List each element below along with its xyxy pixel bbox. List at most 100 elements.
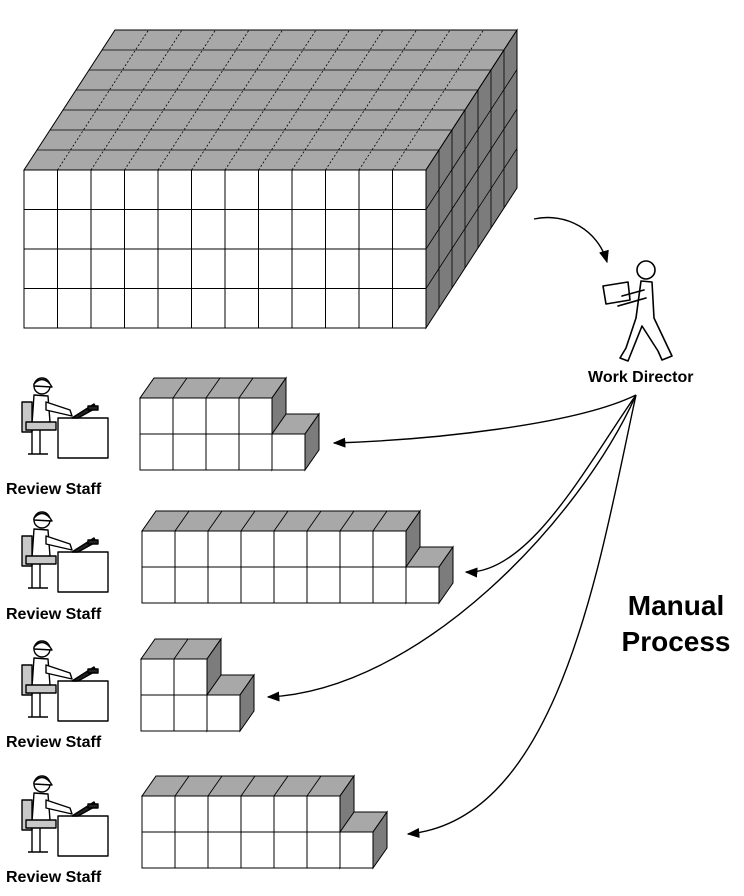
backlog-cell: [157, 169, 192, 210]
backlog-cell: [57, 288, 92, 329]
review-staff-label-4: Review Staff: [6, 869, 102, 886]
title-line-2: Process: [621, 626, 731, 657]
backlog-cell: [358, 248, 393, 289]
backlog-side-row-line: [425, 69, 518, 210]
staff-arm: [45, 535, 73, 551]
backlog-cell: [325, 169, 360, 210]
block-cell: [139, 433, 174, 471]
work-director-icon: [602, 260, 673, 362]
work-director-label: Work Director: [588, 369, 694, 386]
backlog-cell: [291, 288, 326, 329]
backlog-cell: [258, 288, 293, 329]
step-cube-front: [271, 433, 306, 471]
review-work-block-2: [141, 509, 454, 605]
review-staff-icon-1: [21, 377, 109, 459]
mouse: [87, 539, 99, 545]
review-staff-label-2: Review Staff: [6, 606, 102, 623]
review-work-block-3: [140, 637, 255, 733]
review-work-block-4: [141, 774, 388, 870]
chair-legs: [28, 828, 48, 853]
block-cell: [174, 566, 209, 604]
backlog-cell: [358, 288, 393, 329]
backlog-cell: [325, 288, 360, 329]
backlog-cell: [358, 169, 393, 210]
block-cell: [240, 831, 275, 869]
backlog-cell: [157, 248, 192, 289]
backlog-cell: [291, 209, 326, 250]
arrow-to-staff-2: [464, 394, 637, 578]
mouse: [87, 668, 99, 674]
review-staff-icon-3: [21, 640, 109, 722]
staff-cap: [33, 776, 53, 786]
block-cell: [205, 397, 240, 435]
review-staff-icon-2: [21, 511, 109, 593]
block-cell: [140, 694, 175, 732]
backlog-cell: [57, 169, 92, 210]
block-cell: [207, 831, 242, 869]
backlog-cell: [124, 169, 159, 210]
desk: [57, 680, 109, 722]
block-cell: [306, 795, 341, 833]
block-cell: [174, 795, 209, 833]
backlog-cell: [57, 248, 92, 289]
block-top-line: [240, 510, 256, 532]
block-cell: [306, 530, 341, 568]
block-cell: [174, 530, 209, 568]
chair-seat: [25, 819, 57, 829]
title-line-1: Manual: [627, 590, 725, 621]
block-top-line: [174, 775, 190, 797]
backlog-cell: [291, 169, 326, 210]
block-top-line: [240, 775, 256, 797]
block-cell: [339, 566, 374, 604]
staff-arm: [45, 401, 73, 417]
backlog-cell: [57, 209, 92, 250]
block-cell: [339, 530, 374, 568]
block-cell: [238, 433, 273, 471]
arrow-backlog-to-director: [533, 216, 609, 264]
step-cube-front: [339, 831, 374, 869]
mouse: [87, 405, 99, 411]
backlog-cell: [90, 248, 125, 289]
review-staff-label-3: Review Staff: [6, 734, 102, 751]
staff-cap: [33, 378, 53, 388]
mouse: [87, 803, 99, 809]
block-cell: [372, 566, 407, 604]
backlog-cell: [124, 288, 159, 329]
backlog-cell: [291, 248, 326, 289]
block-cell: [207, 566, 242, 604]
backlog-cell: [23, 288, 58, 329]
backlog-cell: [224, 248, 259, 289]
block-top-line: [306, 775, 322, 797]
block-cell: [172, 433, 207, 471]
arrow-to-staff-4: [406, 394, 637, 838]
backlog-cell: [124, 248, 159, 289]
backlog-cell: [258, 209, 293, 250]
backlog-cell: [23, 248, 58, 289]
block-cell: [141, 831, 176, 869]
block-cell: [240, 795, 275, 833]
backlog-cell: [191, 209, 226, 250]
backlog-cell: [124, 209, 159, 250]
staff-cap: [33, 512, 53, 522]
block-cell: [173, 694, 208, 732]
block-cell: [240, 566, 275, 604]
work-backlog-block: [23, 28, 518, 330]
backlog-cell: [191, 169, 226, 210]
desk: [57, 551, 109, 593]
block-cell: [205, 433, 240, 471]
block-top-line: [238, 377, 254, 399]
block-cell: [207, 530, 242, 568]
block-cell: [240, 530, 275, 568]
block-cell: [238, 397, 273, 435]
backlog-cell: [191, 248, 226, 289]
block-cell: [174, 831, 209, 869]
backlog-cell: [90, 209, 125, 250]
block-top-line: [207, 510, 223, 532]
block-top-line: [372, 510, 388, 532]
backlog-cell: [90, 169, 125, 210]
backlog-cell: [23, 209, 58, 250]
arrow-to-staff-1: [332, 394, 637, 448]
backlog-side-row-line: [425, 108, 518, 250]
backlog-cell: [224, 209, 259, 250]
